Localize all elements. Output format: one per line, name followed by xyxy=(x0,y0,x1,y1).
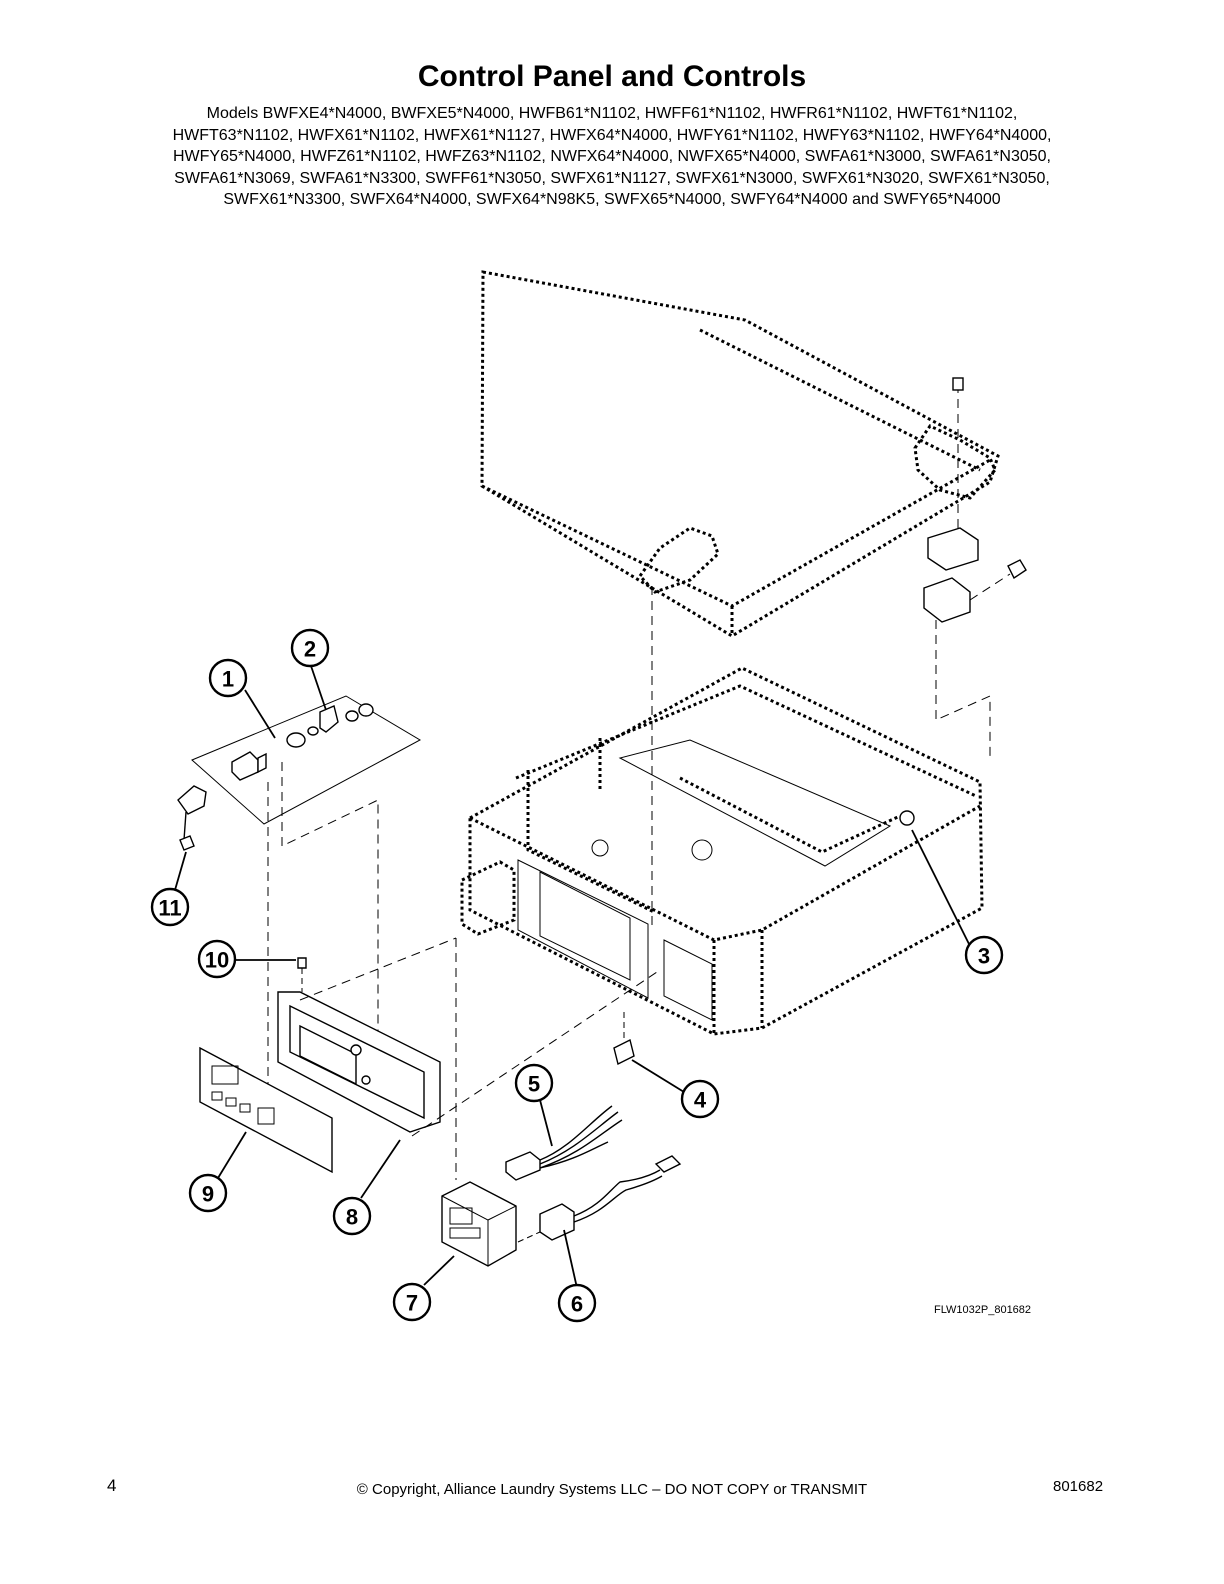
callout-8: 8 xyxy=(332,1196,372,1236)
svg-text:3: 3 xyxy=(978,944,990,969)
models-line: SWFA61*N3069, SWFA61*N3300, SWFF61*N3050… xyxy=(174,169,1050,187)
models-line: HWFT63*N1102, HWFX61*N1102, HWFX61*N1127… xyxy=(172,126,1052,144)
page-number: 4 xyxy=(107,1476,117,1495)
models-line: Models BWFXE4*N4000, BWFXE5*N4000, HWFB6… xyxy=(206,105,1018,122)
callout-9: 9 xyxy=(188,1173,228,1213)
screw-4 xyxy=(613,1012,635,1066)
hinge-hardware xyxy=(651,377,1027,930)
copyright-notice: © Copyright, Alliance Laundry Systems LL… xyxy=(356,1481,868,1498)
svg-text:9: 9 xyxy=(202,1182,214,1207)
callout-2: 2 xyxy=(290,628,330,668)
svg-text:5: 5 xyxy=(528,1072,540,1097)
svg-text:4: 4 xyxy=(694,1088,707,1113)
document-number: 801682 xyxy=(1053,1478,1104,1495)
callout-11: 11 xyxy=(150,887,190,927)
svg-text:6: 6 xyxy=(571,1292,583,1317)
models-line: HWFY65*N4000, HWFZ61*N1102, HWFZ63*N1102… xyxy=(173,148,1051,165)
control-panel-bracket xyxy=(277,937,661,1180)
figure-id: FLW1032P_801682 xyxy=(934,1304,1032,1316)
callout-1: 1 xyxy=(208,658,248,698)
svg-text:2: 2 xyxy=(304,637,316,662)
leader-lines xyxy=(174,662,970,1289)
callout-10: 10 xyxy=(197,939,237,979)
callout-6: 6 xyxy=(557,1283,597,1323)
svg-text:11: 11 xyxy=(158,896,181,921)
svg-text:1: 1 xyxy=(222,667,234,692)
models-list: Models BWFXE4*N4000, BWFXE5*N4000, HWFB6… xyxy=(100,103,1124,211)
callout-4: 4 xyxy=(680,1079,720,1119)
svg-text:7: 7 xyxy=(406,1291,418,1316)
svg-text:10: 10 xyxy=(205,948,229,973)
callout-7: 7 xyxy=(392,1282,432,1322)
models-line: SWFX61*N3300, SWFX64*N4000, SWFX64*N98K5… xyxy=(223,191,1001,208)
svg-text:8: 8 xyxy=(346,1205,358,1230)
callout-3: 3 xyxy=(964,935,1004,975)
control-module xyxy=(441,1181,517,1267)
callout-5: 5 xyxy=(514,1063,554,1103)
lock-assembly xyxy=(177,695,422,1098)
console-base-phantom xyxy=(460,666,984,1036)
page-title: Control Panel and Controls xyxy=(417,60,807,93)
top-lid-phantom xyxy=(480,270,1000,638)
wire-harness-5 xyxy=(505,1105,623,1181)
wire-harness-6 xyxy=(517,1155,682,1243)
control-overlay xyxy=(199,1046,333,1174)
